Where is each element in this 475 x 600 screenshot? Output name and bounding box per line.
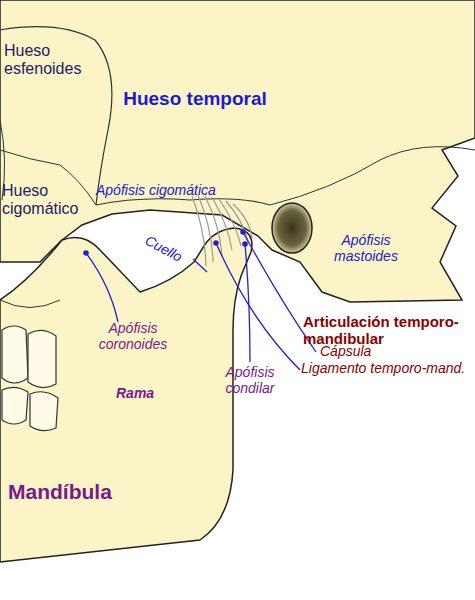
joint-name: Articulación temporo-mandibular — [303, 313, 471, 348]
bone-name: Mandíbula — [8, 480, 168, 504]
part-name: Ligamento temporo-mand. — [301, 360, 471, 376]
maxilla-line — [0, 300, 60, 308]
teeth — [2, 326, 58, 431]
part-name: Apófisis mastoides — [322, 232, 410, 264]
part-name: Rama — [116, 385, 176, 401]
leader-lines — [86, 232, 316, 370]
part-name: Apófisis cigomática — [96, 182, 256, 198]
suture-line — [0, 27, 112, 205]
suture-line — [96, 199, 270, 205]
bone-name: Hueso cigomático — [2, 182, 97, 219]
bone-name: Hueso temporal — [110, 88, 280, 110]
part-name: Cuello — [142, 232, 203, 274]
part-name: Apófisis condilar — [210, 364, 290, 396]
bone-name: Hueso esfenoides — [4, 42, 99, 79]
suture-line — [270, 147, 475, 205]
ear-canal — [272, 203, 312, 253]
part-name: Apófisis coronoides — [88, 320, 178, 352]
mandible-bone — [0, 228, 252, 562]
part-name: Cápsula — [320, 343, 440, 359]
